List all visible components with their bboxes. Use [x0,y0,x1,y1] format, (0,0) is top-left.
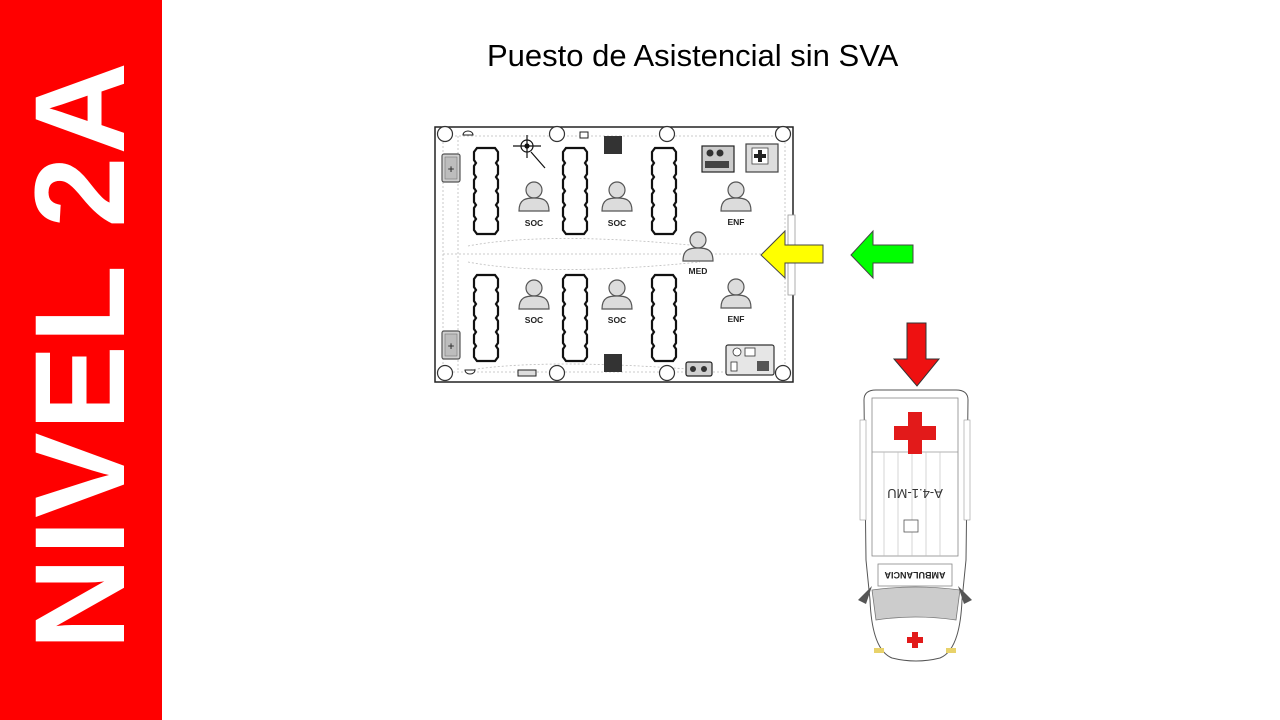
red-cross-icon [894,412,936,454]
lamp-icon [462,130,474,136]
ambulance-plate: A-4.1-MU [887,486,943,501]
light-tower-icon [513,135,546,169]
staff-label: SOC [608,315,626,325]
staff-label: ENF [728,314,745,324]
supply-kit-icon [441,330,461,360]
storage-box [604,136,622,154]
staff-label: SOC [525,315,543,325]
stretcher [561,273,589,363]
tent-post [436,125,454,143]
stretcher [650,146,678,236]
tent-post [548,364,566,382]
tent-post [436,364,454,382]
green-arrow-left-icon [850,229,914,280]
floor-plan: SOC SOC ENF MED SOC SOC ENF [434,125,796,383]
lamp-icon [579,131,589,139]
page-title: Puesto de Asistencial sin SVA [487,38,899,73]
supply-kit-icon [441,153,461,183]
tent-post [774,125,792,143]
level-sidebar: NIVEL 2A [0,0,162,720]
ambulance-label: AMBULANCIA [884,570,945,580]
lamp-icon [464,369,476,375]
storage-box [604,354,622,372]
stretcher [472,146,500,236]
extinguisher-icon [517,369,537,377]
stretcher [650,273,678,363]
ambulance: A-4.1-MU AMBULANCIA [858,389,972,662]
staff-label: SOC [525,218,543,228]
staff-label: SOC [608,218,626,228]
generator-icon [701,145,735,173]
tent-post [774,364,792,382]
red-arrow-down-icon [892,322,941,387]
staff-label: ENF [728,217,745,227]
tent-post [658,364,676,382]
tent-post [658,125,676,143]
tent-post [548,125,566,143]
monitor-station-icon [725,344,775,376]
red-cross-icon [907,632,923,648]
yellow-arrow-left-icon [760,229,824,280]
first-aid-cabinet-icon [745,143,779,173]
oxygen-unit-icon [685,361,713,377]
stretcher [561,146,589,236]
stretcher [472,273,500,363]
staff-label: MED [689,266,708,276]
